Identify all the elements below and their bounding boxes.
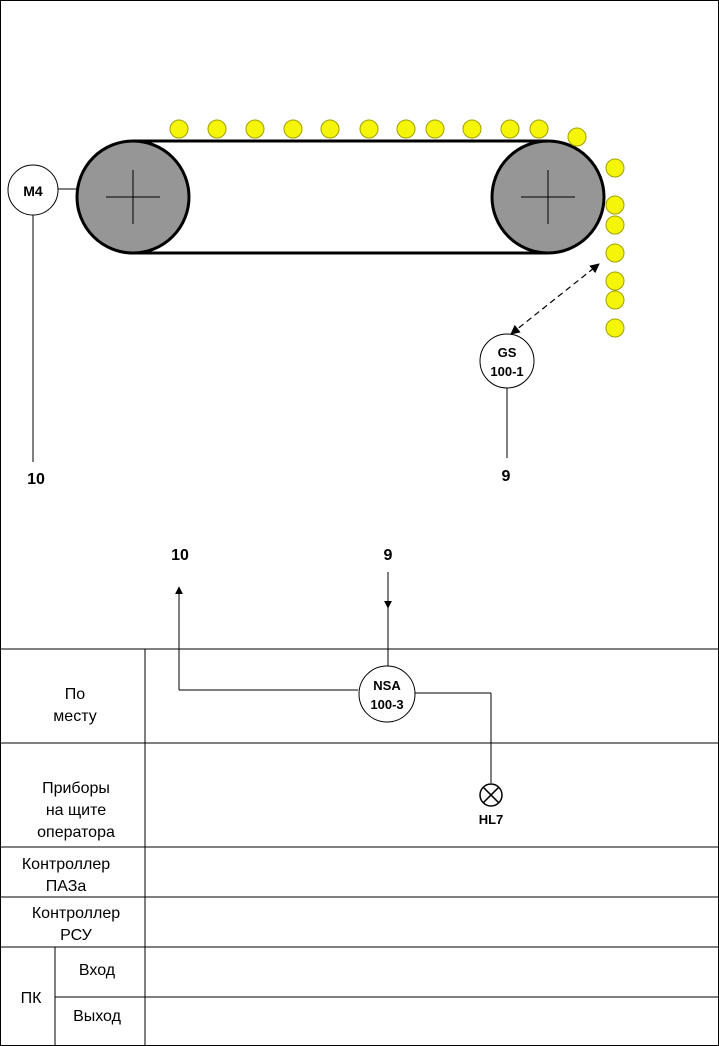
row-label-local-1: По — [65, 686, 86, 703]
product-item — [462, 119, 482, 139]
product-items — [169, 119, 625, 338]
product-item — [605, 290, 625, 310]
product-item — [425, 119, 445, 139]
product-item — [605, 318, 625, 338]
sensor-symbol — [479, 333, 535, 389]
row-label-pk-out: Выход — [73, 1008, 122, 1025]
product-item — [359, 119, 379, 139]
product-item — [500, 119, 520, 139]
alarm-block-symbol — [358, 665, 416, 723]
row-label-dcs-1: Контроллер — [32, 905, 120, 922]
signal-lines: 10 9 — [171, 547, 492, 783]
product-item — [605, 195, 625, 215]
product-item — [245, 119, 265, 139]
alarm-block-number: 100-3 — [370, 697, 403, 712]
product-item — [605, 158, 625, 178]
row-label-pk: ПК — [21, 990, 43, 1007]
sensor-number: 100-1 — [490, 364, 523, 379]
product-item — [169, 119, 189, 139]
product-item — [567, 127, 587, 147]
signal-lamp: HL7 — [479, 783, 504, 827]
location-table — [0, 648, 719, 1046]
product-item — [283, 119, 303, 139]
motor-label: M4 — [23, 183, 43, 199]
conveyor — [75, 139, 606, 255]
lamp-label: HL7 — [479, 812, 504, 827]
alarm-block-tag: NSA — [373, 678, 401, 693]
motor: M4 10 — [7, 164, 77, 488]
row-label-dcs-2: РСУ — [60, 927, 93, 944]
sensor-wire-number: 9 — [502, 468, 511, 485]
sensor-detection-line — [510, 263, 600, 335]
alarm-block: NSA 100-3 — [358, 665, 416, 723]
row-label-panel-3: оператора — [37, 824, 115, 841]
motor-wire-number: 10 — [27, 471, 45, 488]
product-item — [529, 119, 549, 139]
conveyor-belt — [133, 141, 548, 253]
input-wire-number: 10 — [171, 547, 189, 564]
row-label-panel-2: на щите — [46, 802, 106, 819]
row-label-paz-1: Контроллер — [22, 856, 110, 873]
product-item — [605, 271, 625, 291]
row-label-panel-1: Приборы — [42, 780, 110, 797]
row-label-local-2: месту — [53, 708, 96, 725]
product-item — [605, 215, 625, 235]
sensor: GS 100-1 9 — [479, 263, 600, 485]
product-item — [207, 119, 227, 139]
sensor-tag: GS — [498, 345, 517, 360]
product-item — [605, 243, 625, 263]
sensor-input-wire-number: 9 — [384, 547, 393, 564]
row-label-pk-in: Вход — [79, 962, 116, 979]
lamp-cross-2 — [482, 786, 500, 804]
table-labels: По месту Приборы на щите оператора Контр… — [21, 686, 122, 1025]
product-item — [320, 119, 340, 139]
product-item — [396, 119, 416, 139]
row-label-paz-2: ПАЗа — [46, 878, 87, 895]
